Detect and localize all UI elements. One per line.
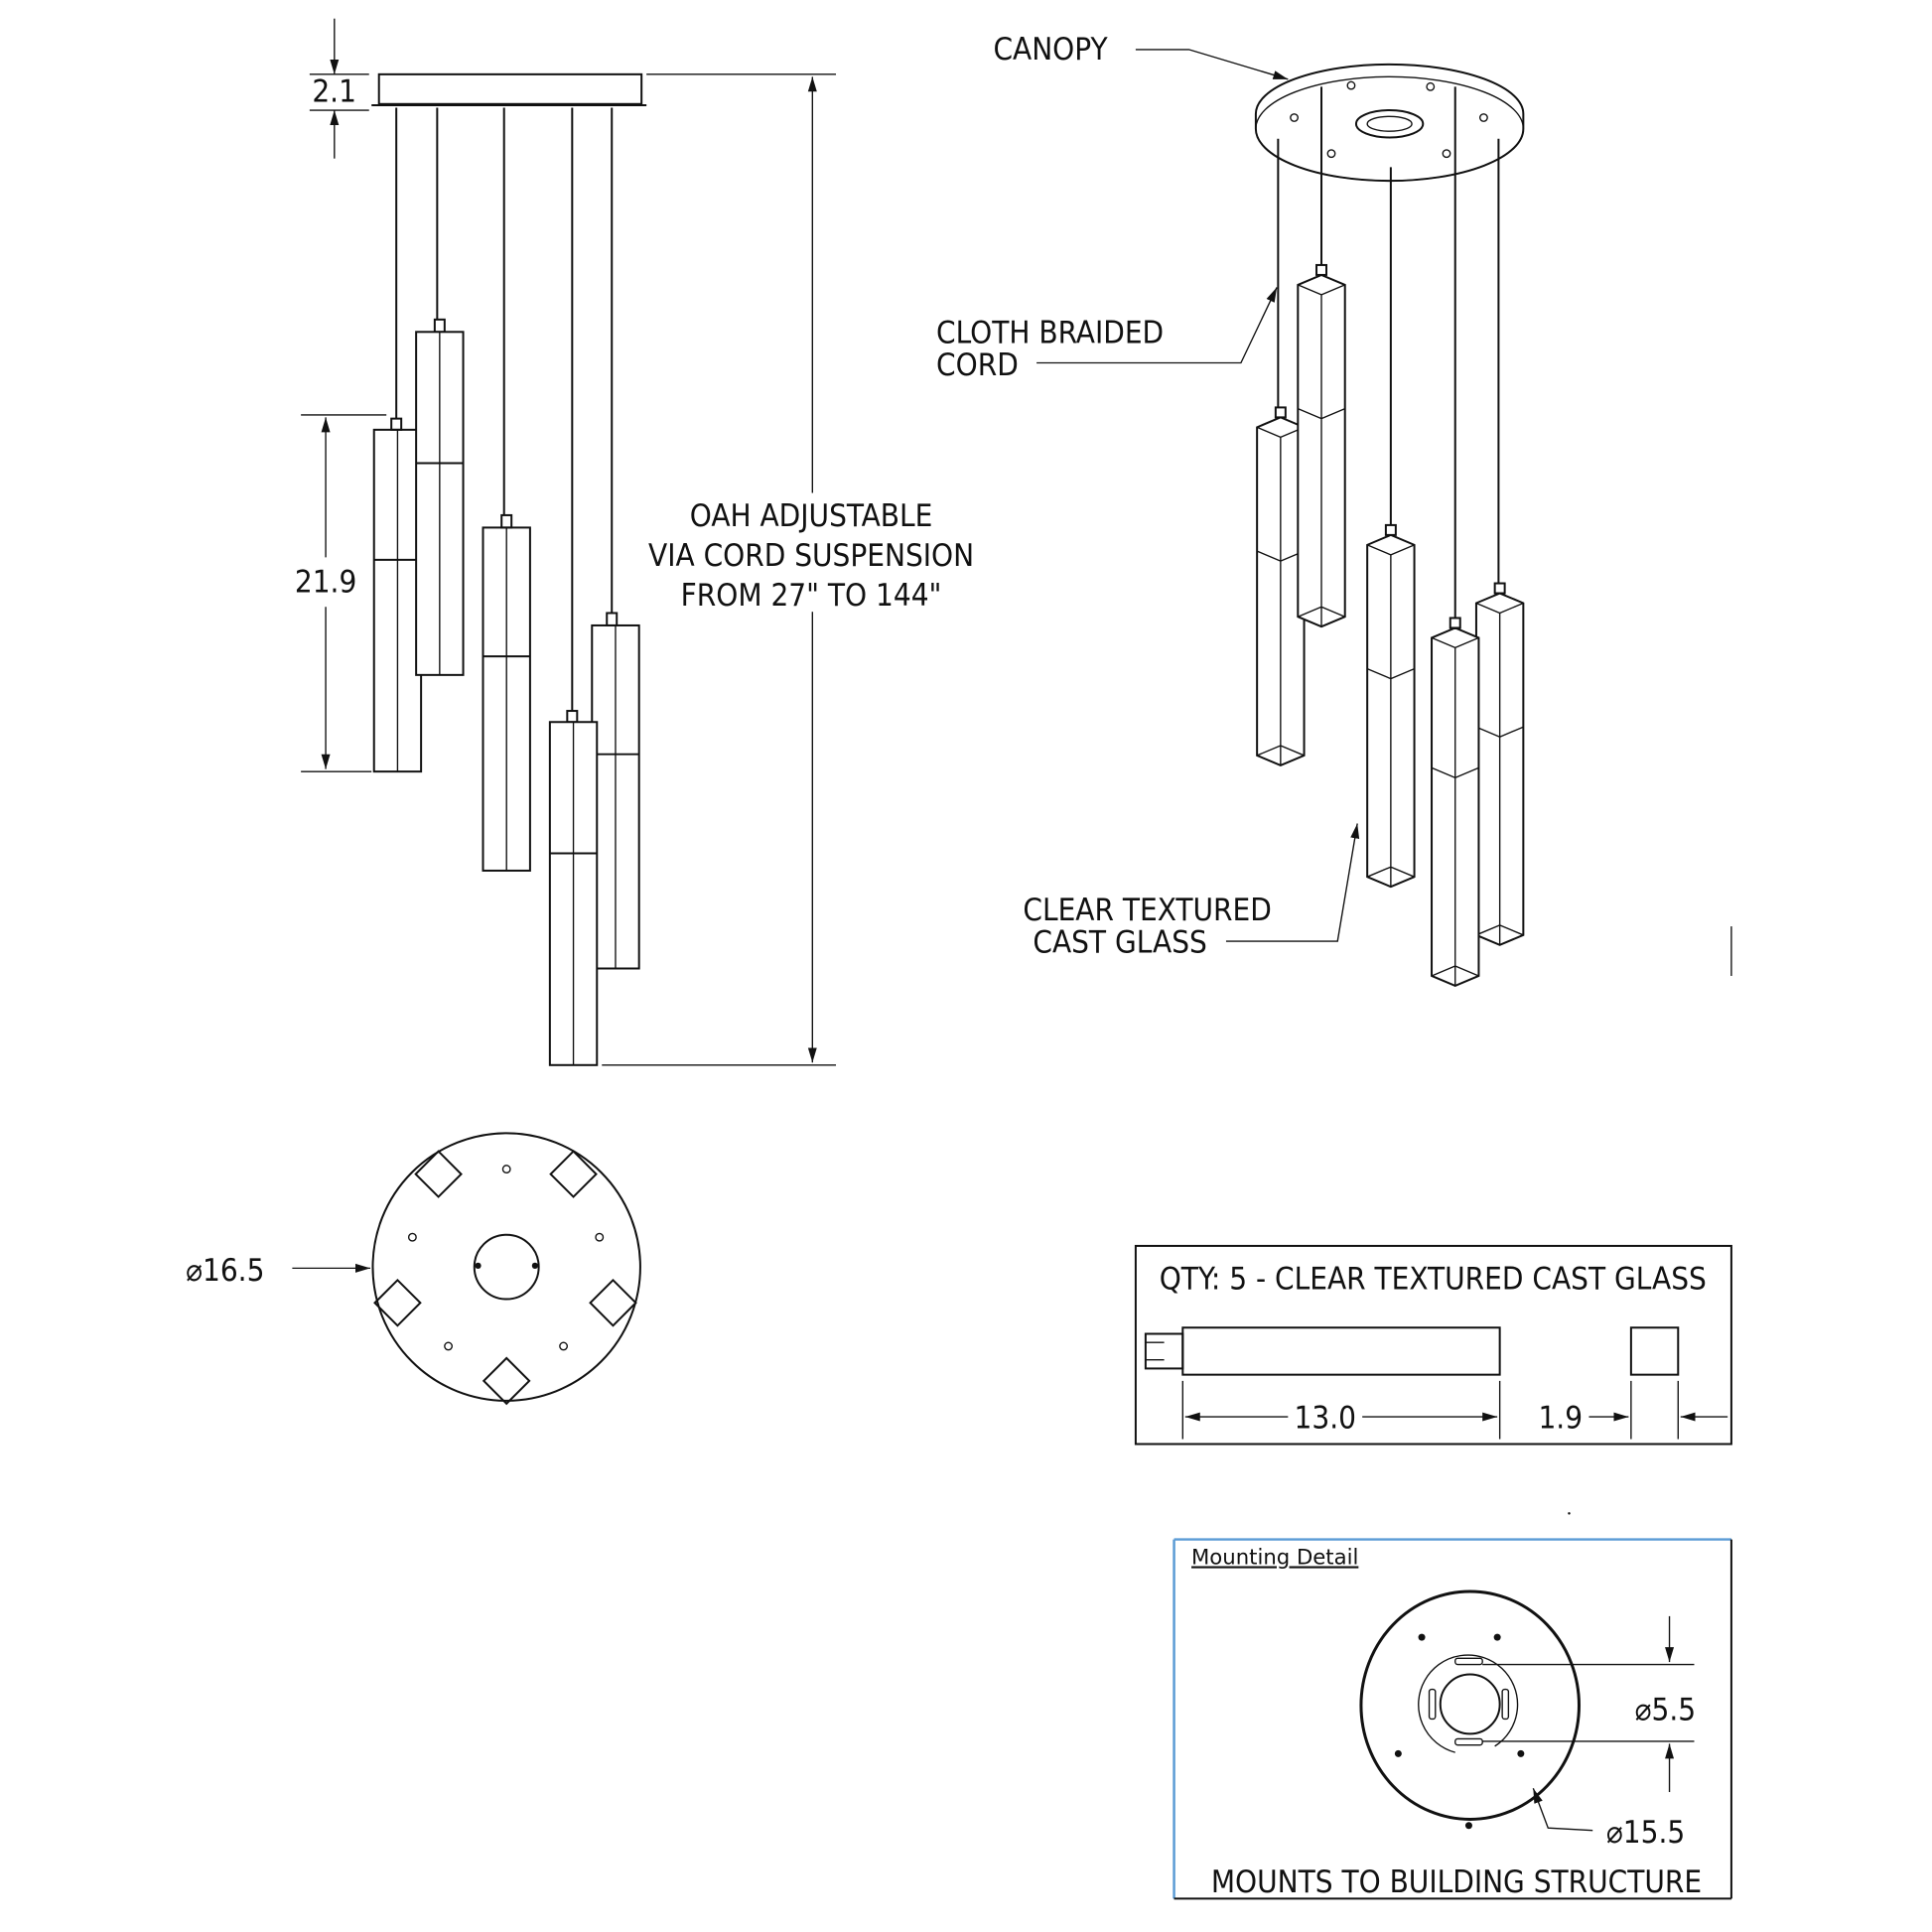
oah-note-line: OAH ADJUSTABLE: [690, 498, 933, 534]
cords: [1277, 86, 1500, 634]
cord-label-line: CLOTH BRAIDED: [936, 316, 1164, 351]
qty-box: QTY: 5 - CLEAR TEXTURED CAST GLASS 13.0 …: [1134, 1244, 1732, 1446]
rod-width-label: 1.9: [1538, 1400, 1583, 1436]
glass-rod-side: [1181, 1326, 1501, 1376]
pendant-squares: [373, 1150, 637, 1406]
pendant-length-label: 21.9: [295, 564, 356, 600]
dim-pendant-length: 21.9: [295, 414, 387, 772]
mounting-detail-title: Mounting Detail: [1191, 1545, 1358, 1570]
pendant: [1474, 582, 1525, 946]
dim-overall-height: OAH ADJUSTABLE VIA CORD SUSPENSION FROM …: [602, 73, 998, 1066]
canopy-outline: [371, 1132, 641, 1402]
dim-canopy-height: 2.1: [309, 18, 369, 159]
glass-rod-end: [1629, 1326, 1680, 1376]
cord-callout: CLOTH BRAIDED CORD: [936, 287, 1278, 383]
mounting-holes: [407, 1165, 605, 1351]
rod-end-cap: [1144, 1332, 1184, 1370]
mounting-detail: Mounting Detail ⌀5.5 ⌀15.5 MOUNTS TO BUI…: [1173, 1538, 1732, 1900]
bottom-view: ⌀16.5: [186, 1132, 641, 1406]
pendant: [482, 513, 531, 872]
inner-diameter-label: ⌀5.5: [1635, 1693, 1696, 1728]
glass-label-line: CAST GLASS: [1033, 924, 1206, 960]
canopy-diameter-label: ⌀16.5: [186, 1253, 264, 1289]
perspective-view: CANOPY CLOTH BRAIDED CORD CLEAR TEXTURED…: [936, 32, 1732, 988]
pendant: [1256, 406, 1306, 766]
outer-diameter-label: ⌀15.5: [1606, 1815, 1685, 1851]
mounting-plate: [1359, 1589, 1581, 1821]
oah-note-line: VIA CORD SUSPENSION: [648, 538, 974, 574]
rod-length-label: 13.0: [1295, 1400, 1356, 1436]
center-hole: [1439, 1673, 1501, 1735]
pendant: [591, 612, 640, 970]
oah-note-line: FROM 27" TO 144": [681, 578, 942, 614]
canopy: [1254, 63, 1525, 183]
canopy-height-label: 2.1: [312, 73, 356, 109]
cords: [395, 107, 614, 712]
pendant: [1431, 617, 1480, 988]
pendant: [1297, 263, 1346, 628]
cord-label-line: CORD: [936, 347, 1019, 383]
mounting-note: MOUNTS TO BUILDING STRUCTURE: [1211, 1864, 1702, 1900]
canopy-side: [377, 72, 643, 105]
canopy-label: CANOPY: [993, 32, 1108, 68]
qty-title: QTY: 5 - CLEAR TEXTURED CAST GLASS: [1160, 1262, 1707, 1298]
front-view: 2.1: [295, 18, 998, 1066]
pendant: [548, 710, 599, 1066]
glass-callout: CLEAR TEXTURED CAST GLASS: [1023, 823, 1360, 960]
glass-label-line: CLEAR TEXTURED: [1023, 893, 1271, 928]
pendant: [372, 417, 423, 773]
center-opening: [473, 1233, 540, 1301]
mounting-ring: [1418, 1654, 1519, 1753]
pendant: [1366, 523, 1416, 889]
canopy-callout: CANOPY: [993, 32, 1289, 80]
pendant: [415, 318, 465, 676]
